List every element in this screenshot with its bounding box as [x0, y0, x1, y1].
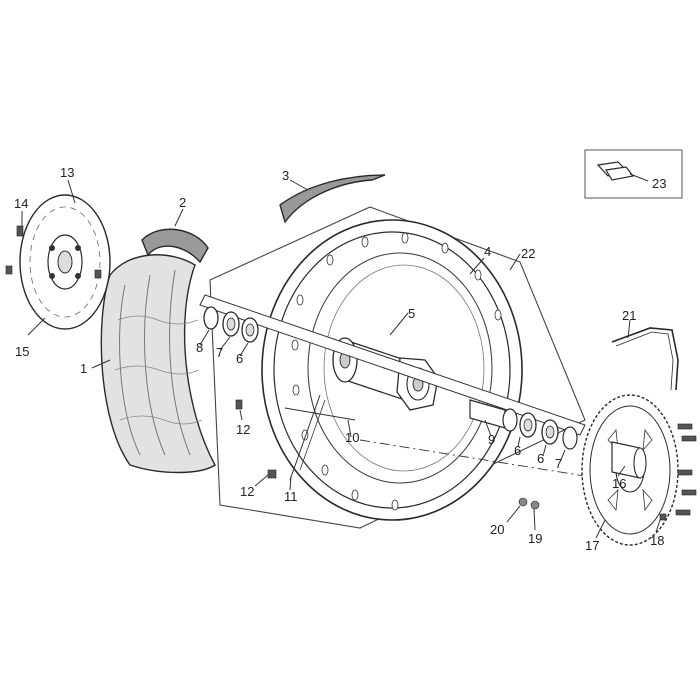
right-spacers: [469, 399, 578, 450]
callout-17: 17: [585, 538, 599, 553]
callout-23: 23: [652, 176, 666, 191]
leader-lines: [21, 173, 661, 539]
callout-4: 4: [484, 244, 491, 259]
callout-21: 21: [622, 308, 636, 323]
callout-15: 15: [15, 344, 29, 359]
callout-6c: 6: [537, 451, 544, 466]
axle-rail: [199, 294, 586, 436]
assembly-outline: [209, 206, 586, 529]
valve-parts: [284, 394, 356, 481]
chain-link-kit: [596, 161, 635, 181]
disc-bolts: [5, 225, 102, 279]
callout-6a: 6: [236, 351, 243, 366]
callout-2: 2: [179, 195, 186, 210]
callout-13: 13: [60, 165, 74, 180]
axle-centerline: [359, 439, 611, 481]
callout-10: 10: [345, 430, 359, 445]
rim-band: [279, 174, 386, 224]
hub-nuts: [518, 497, 540, 510]
brake-disc: [19, 194, 111, 330]
callout-3: 3: [282, 168, 289, 183]
callout-22: 22: [521, 246, 535, 261]
callout-7a: 7: [216, 345, 223, 360]
callout-14: 14: [14, 196, 28, 211]
left-spacers: [203, 306, 259, 343]
callout-1: 1: [80, 361, 87, 376]
callout-19: 19: [528, 531, 542, 546]
callout-labels: 13 14 15 1 2 3 4 22 5 8 7 6 10 9 6 6 7 1…: [14, 165, 666, 553]
callout-6b: 6: [514, 443, 521, 458]
callout-12a: 12: [236, 422, 250, 437]
callout-7b: 7: [555, 456, 562, 471]
callout-5: 5: [408, 306, 415, 321]
callout-12b: 12: [240, 484, 254, 499]
callout-20: 20: [490, 522, 504, 537]
valve-nuts: [235, 399, 277, 479]
callout-16: 16: [612, 476, 626, 491]
tire: [100, 254, 216, 474]
inner-tube: [141, 228, 209, 264]
callout-8: 8: [196, 340, 203, 355]
callout-18: 18: [650, 533, 664, 548]
sprocket-carrier: [611, 441, 647, 479]
callout-11: 11: [284, 489, 298, 504]
chain-link-box: [584, 149, 683, 199]
drive-chain: [611, 327, 679, 391]
sprocket-bolts: [659, 423, 697, 521]
callout-9: 9: [488, 432, 495, 447]
